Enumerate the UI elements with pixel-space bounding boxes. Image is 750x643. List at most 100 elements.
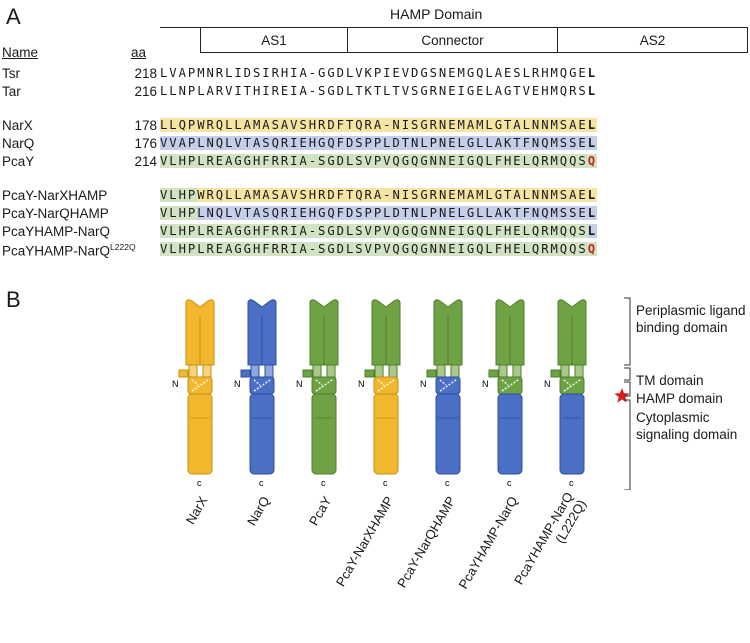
cytoplasmic-domain [188, 394, 212, 474]
hamp-segment-bar: AS1 Connector AS2 [160, 26, 750, 54]
cytoplasmic-domain [560, 394, 584, 474]
sequence-segment: VVAPLNQLVTASQRIEHGQFDSPPLDTNLPNELGLLAKTF… [160, 136, 588, 150]
sequence-segment: VLHPLREAGGHFRRIA-SGDLSVPVQGQGNNEIGQLFHEL… [160, 242, 588, 256]
segment-connector-label: Connector [421, 33, 483, 48]
cytoplasmic-domain-label: Cytoplasmic signaling domain [636, 409, 746, 443]
hamp-box [374, 377, 398, 394]
row-name: NarX [2, 118, 33, 133]
row-name-text: PcaY [2, 154, 34, 169]
sequence-segment: VLHPLREAGGHFRRIA-SGDLSVPVQGQGNNEIGQLFHEL… [160, 224, 588, 238]
row-name: Tar [2, 84, 21, 99]
row-name: Tsr [2, 66, 20, 81]
sequence-segment: LLQPWRQLLAMASAVSHRDFTQRA-NISGRNEMAMLGTAL… [160, 118, 588, 132]
panel-a-letter: A [6, 4, 21, 30]
sequence-segment: L [588, 188, 597, 202]
column-header-name: Name [2, 45, 38, 60]
n-terminus-label: N [420, 379, 427, 389]
sequence-segment: Q [588, 154, 597, 168]
row-name-superscript: L222Q [110, 242, 136, 252]
segment-as2: AS2 [557, 27, 748, 53]
sequence-segment: LNQLVTASQRIEHGQFDSPPLDTNLPNELGLLAKTFNQMS… [197, 206, 588, 220]
tm-helix [499, 365, 507, 377]
c-terminus-label: c [507, 478, 512, 488]
n-terminus-label: N [482, 379, 489, 389]
row-aa-start: 176 [127, 136, 157, 151]
cytoplasmic-domain [498, 394, 522, 474]
row-name-text: PcaYHAMP-NarQ [2, 224, 110, 239]
tm-bracket [624, 368, 630, 380]
hamp-box [250, 377, 274, 394]
hamp-box [436, 377, 460, 394]
periplasmic-bracket [624, 298, 630, 365]
row-aa-start: 178 [127, 118, 157, 133]
n-terminus-stub [241, 370, 250, 377]
row-name-text: NarQ [2, 136, 34, 151]
row-name-text: Tsr [2, 66, 20, 81]
row-sequence: LVAPMNRLIDSIRHIA-GGDLVKPIEVDGSNEMGQLAESL… [160, 65, 599, 82]
tm-helix [375, 365, 383, 377]
sequence-segment: VLHP [160, 188, 197, 202]
row-aa-start: 214 [127, 154, 157, 169]
row-name-text: NarX [2, 118, 33, 133]
sequence-segment: L [588, 118, 597, 132]
sequence-segment: L [588, 66, 597, 80]
hamp-bar-leader [160, 27, 200, 52]
row-sequence: VLHPLREAGGHFRRIA-SGDLSVPVQGQGNNEIGQLFHEL… [160, 153, 599, 170]
sequence-segment: L [588, 206, 597, 220]
segment-as2-label: AS2 [640, 33, 666, 48]
sequence-segment: WRQLLAMASAVSHRDFTQRA-NISGRNEMAMLGTALNNMS… [197, 188, 588, 202]
row-sequence: VVAPLNQLVTASQRIEHGQFDSPPLDTNLPNELGLLAKTF… [160, 135, 599, 152]
tm-helix [561, 365, 569, 377]
sequence-segment: L [588, 224, 597, 238]
sequence-segment: VLHP [160, 206, 197, 220]
tm-helix [189, 365, 197, 377]
sequence-segment: L [588, 84, 597, 98]
row-name: PcaY-NarXHAMP [2, 188, 107, 203]
segment-as1-label: AS1 [261, 33, 287, 48]
row-name-text: PcaYHAMP-NarQ [2, 244, 110, 259]
hamp-box [188, 377, 212, 394]
row-sequence: VLHPLREAGGHFRRIA-SGDLSVPVQGQGNNEIGQLFHEL… [160, 241, 599, 258]
n-terminus-stub [365, 370, 374, 377]
column-header-aa: aa [131, 45, 146, 60]
hamp-box [560, 377, 584, 394]
tm-helix [513, 365, 521, 377]
tm-helix [251, 365, 259, 377]
c-terminus-label: c [197, 478, 202, 488]
c-terminus-label: c [259, 478, 264, 488]
n-terminus-stub [303, 370, 312, 377]
cytoplasmic-domain [312, 394, 336, 474]
cytoplasmic-domain [374, 394, 398, 474]
sequence-segment: LVAPMNRLIDSIRHIA-GGDLVKPIEVDGSNEMGQLAESL… [160, 66, 588, 80]
tm-helix [265, 365, 273, 377]
periplasmic-domain-label: Periplasmic ligand binding domain [636, 302, 746, 336]
row-name-text: PcaY-NarXHAMP [2, 188, 107, 203]
hamp-box [498, 377, 522, 394]
n-terminus-label: N [172, 379, 179, 389]
n-terminus-label: N [544, 379, 551, 389]
sequence-segment: Q [588, 242, 597, 256]
row-name: PcaY [2, 154, 34, 169]
sequence-segment: LLNPLARVITHIREIA-SGDLTKTLTVSGRNEIGELAGTV… [160, 84, 588, 98]
tm-helix [203, 365, 211, 377]
tm-helix [327, 365, 335, 377]
tm-helix [313, 365, 321, 377]
n-terminus-stub [489, 370, 498, 377]
hamp-domain-title: HAMP Domain [390, 6, 482, 22]
n-terminus-label: N [296, 379, 303, 389]
row-name-text: Tar [2, 84, 21, 99]
sequence-segment: VLHPLREAGGHFRRIA-SGDLSVPVQGQGNNEIGQLFHEL… [160, 154, 588, 168]
segment-connector: Connector [347, 27, 558, 53]
sequence-segment: L [588, 136, 597, 150]
hamp-box [312, 377, 336, 394]
cytoplasmic-domain [250, 394, 274, 474]
row-sequence: VLHPLREAGGHFRRIA-SGDLSVPVQGQGNNEIGQLFHEL… [160, 223, 599, 240]
c-terminus-label: c [569, 478, 574, 488]
tm-helix [437, 365, 445, 377]
row-sequence: VLHPLNQLVTASQRIEHGQFDSPPLDTNLPNELGLLAKTF… [160, 205, 599, 222]
row-aa-start: 216 [127, 84, 157, 99]
row-name: NarQ [2, 136, 34, 151]
row-name: PcaYHAMP-NarQ [2, 224, 110, 239]
row-sequence: LLNPLARVITHIREIA-SGDLTKTLTVSGRNEIGELAGTV… [160, 83, 599, 100]
hamp-domain-label: HAMP domain [636, 390, 723, 407]
